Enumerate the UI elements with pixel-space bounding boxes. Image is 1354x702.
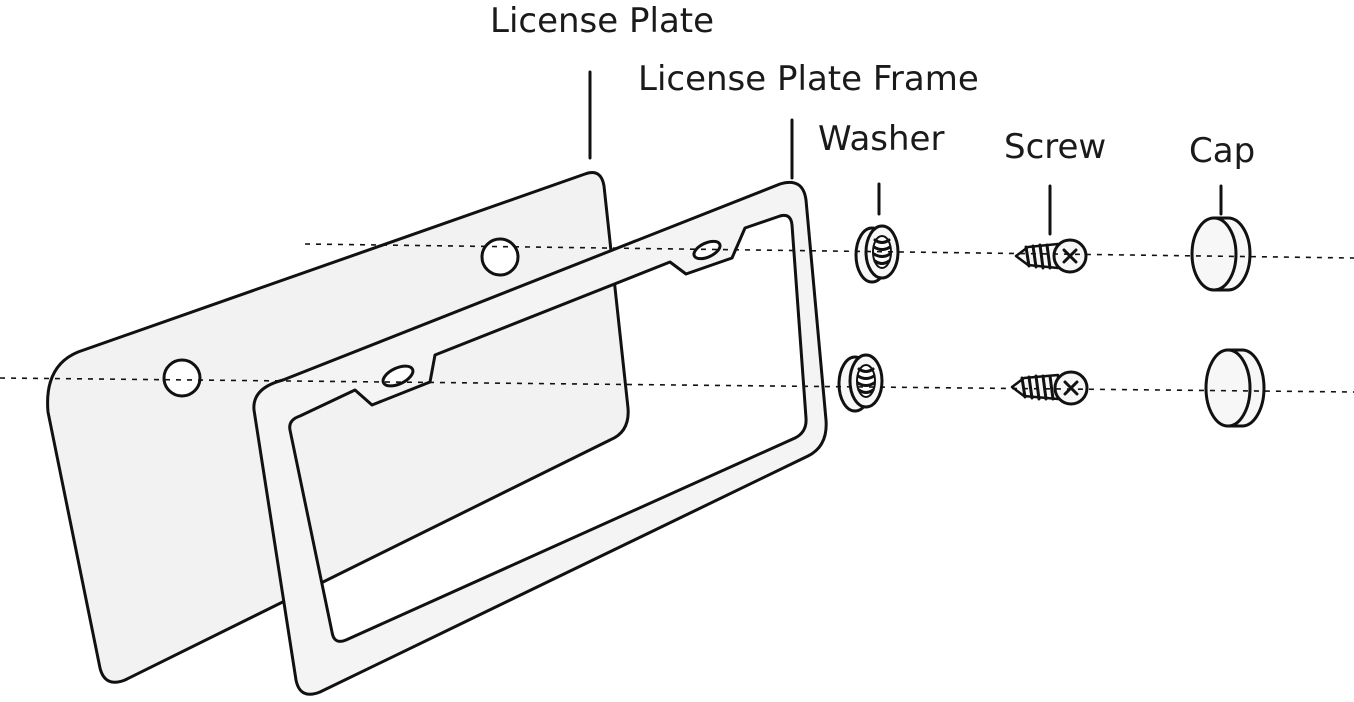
label-license-plate: License Plate [490,1,714,41]
washer-upper [854,224,900,284]
frame-slot-upper [692,239,722,261]
license-plate-frame [252,180,828,696]
plate-hole-upper [480,237,520,277]
license-plate [46,171,630,684]
plate-hole-lower [162,358,202,398]
label-cap: Cap [1189,131,1255,171]
label-license-plate-frame: License Plate Frame [638,59,979,99]
washer-lower [837,353,884,413]
cap-upper [1190,216,1252,292]
label-screw: Screw [1004,127,1106,167]
screw-lower [1010,370,1089,406]
frame-outline [252,180,828,696]
plate-outline [46,171,630,684]
screw-upper [1014,238,1088,274]
cap-lower [1204,348,1266,428]
label-washer: Washer [818,119,944,159]
frame-slot-lower [381,364,415,388]
